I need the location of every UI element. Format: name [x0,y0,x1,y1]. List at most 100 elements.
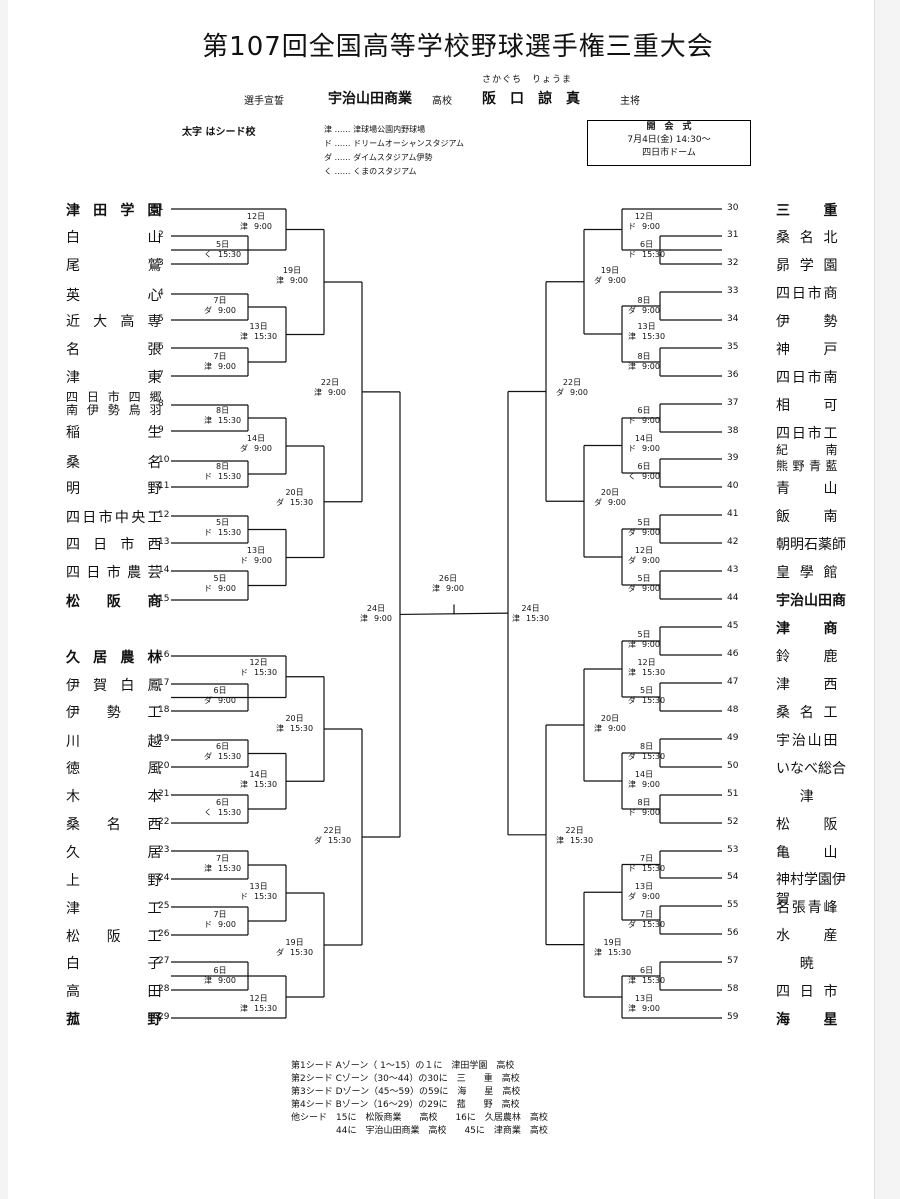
game-time: 9:00 [218,362,236,371]
team-right-52: 松阪 [776,817,838,833]
game-venue: ダ [594,276,602,285]
team-right-37: 相可 [776,398,838,414]
team-number: 33 [727,286,739,296]
team-number: 31 [727,230,739,240]
team-number: 16 [158,650,170,660]
team-number: 15 [158,594,170,604]
team-right-58: 四日市 [776,984,838,1000]
game-time: 15:30 [642,752,666,761]
game-time: 9:00 [570,388,588,397]
game-date: 5日 [637,574,651,583]
game-date: 7日 [213,296,227,305]
game-time: 15:30 [218,808,242,817]
game-time: 9:00 [642,528,660,537]
game-venue: 津 [204,416,212,425]
team-number: 41 [727,509,739,519]
team-right-41: 飯南 [776,509,838,525]
team-number: 53 [727,845,739,855]
team-number: 45 [727,621,739,631]
game-date: 19日 [600,266,620,275]
game-time: 15:30 [642,332,666,341]
ceremony-date: 7月4日(金) 14:30～ [627,135,711,145]
team-number: 42 [727,537,739,547]
team-number: 46 [727,649,739,659]
page-title: 第107回全国高等学校野球選手権三重大会 [202,32,714,62]
game-venue: く [204,808,212,817]
game-date: 13日 [249,322,268,331]
game-venue: ダ [628,892,636,901]
seed-note-line: 44に 宇治山田商業 高校 45に 津商業 高校 [291,1126,548,1136]
game-time: 9:00 [642,222,660,231]
game-venue: ド [628,808,636,817]
team-number: 6 [158,342,164,352]
game-venue: 津 [360,614,368,623]
oath-school-suffix: 高校 [432,96,452,107]
game-time: 15:30 [290,724,314,733]
team-right-50: いなべ総合 [776,761,846,777]
game-venue: ダ [204,752,212,761]
game-date: 8日 [639,742,654,751]
team-left-1: 津田学園 [66,203,162,219]
game-time: 9:00 [642,584,660,593]
game-time: 15:30 [254,780,278,789]
team-left-3: 尾鷲 [66,258,162,274]
game-time: 15:30 [526,614,550,623]
team-name-2: 南伊勢鳥羽 [66,403,162,417]
legend-item: く …… くまのスタジアム [324,167,417,176]
team-left-4: 英心 [66,288,162,304]
team-number: 4 [158,288,164,298]
seed-note-line: 第4シード Bゾーン（16～29）の29に 菰 野 高校 [291,1100,520,1110]
team-number: 47 [727,677,739,687]
game-date: 14日 [249,770,268,779]
team-left-23: 久居 [66,845,162,861]
game-time: 9:00 [642,416,660,425]
game-venue: 津 [512,614,520,623]
game-date: 19日 [282,266,302,275]
team-number: 7 [158,370,164,380]
game-time: 9:00 [642,472,660,481]
team-left-29: 菰野 [66,1012,162,1028]
game-venue: 津 [628,976,636,985]
team-right-38: 四日市工 [776,426,838,442]
team-left-6: 名張 [66,342,162,358]
game-venue: ダ [276,948,284,957]
game-venue: ダ [628,528,636,537]
game-venue: 津 [628,362,636,371]
game-venue: ド [204,472,212,481]
team-left-24: 上野 [66,873,162,889]
game-venue: ド [628,250,636,259]
bracket-lines [171,208,722,1019]
game-date: 6日 [639,966,654,975]
team-number: 39 [727,453,739,463]
game-date: 12日 [634,546,654,555]
game-venue: く [204,250,212,259]
game-venue: ド [240,892,248,901]
team-right-43: 皇學館 [776,565,838,581]
game-date: 24日 [521,604,540,613]
team-left-28: 高田 [66,984,162,1000]
team-left-15: 松阪商 [66,594,162,610]
team-number: 10 [158,455,170,465]
game-venue: ダ [594,498,602,507]
team-number: 8 [158,399,164,409]
